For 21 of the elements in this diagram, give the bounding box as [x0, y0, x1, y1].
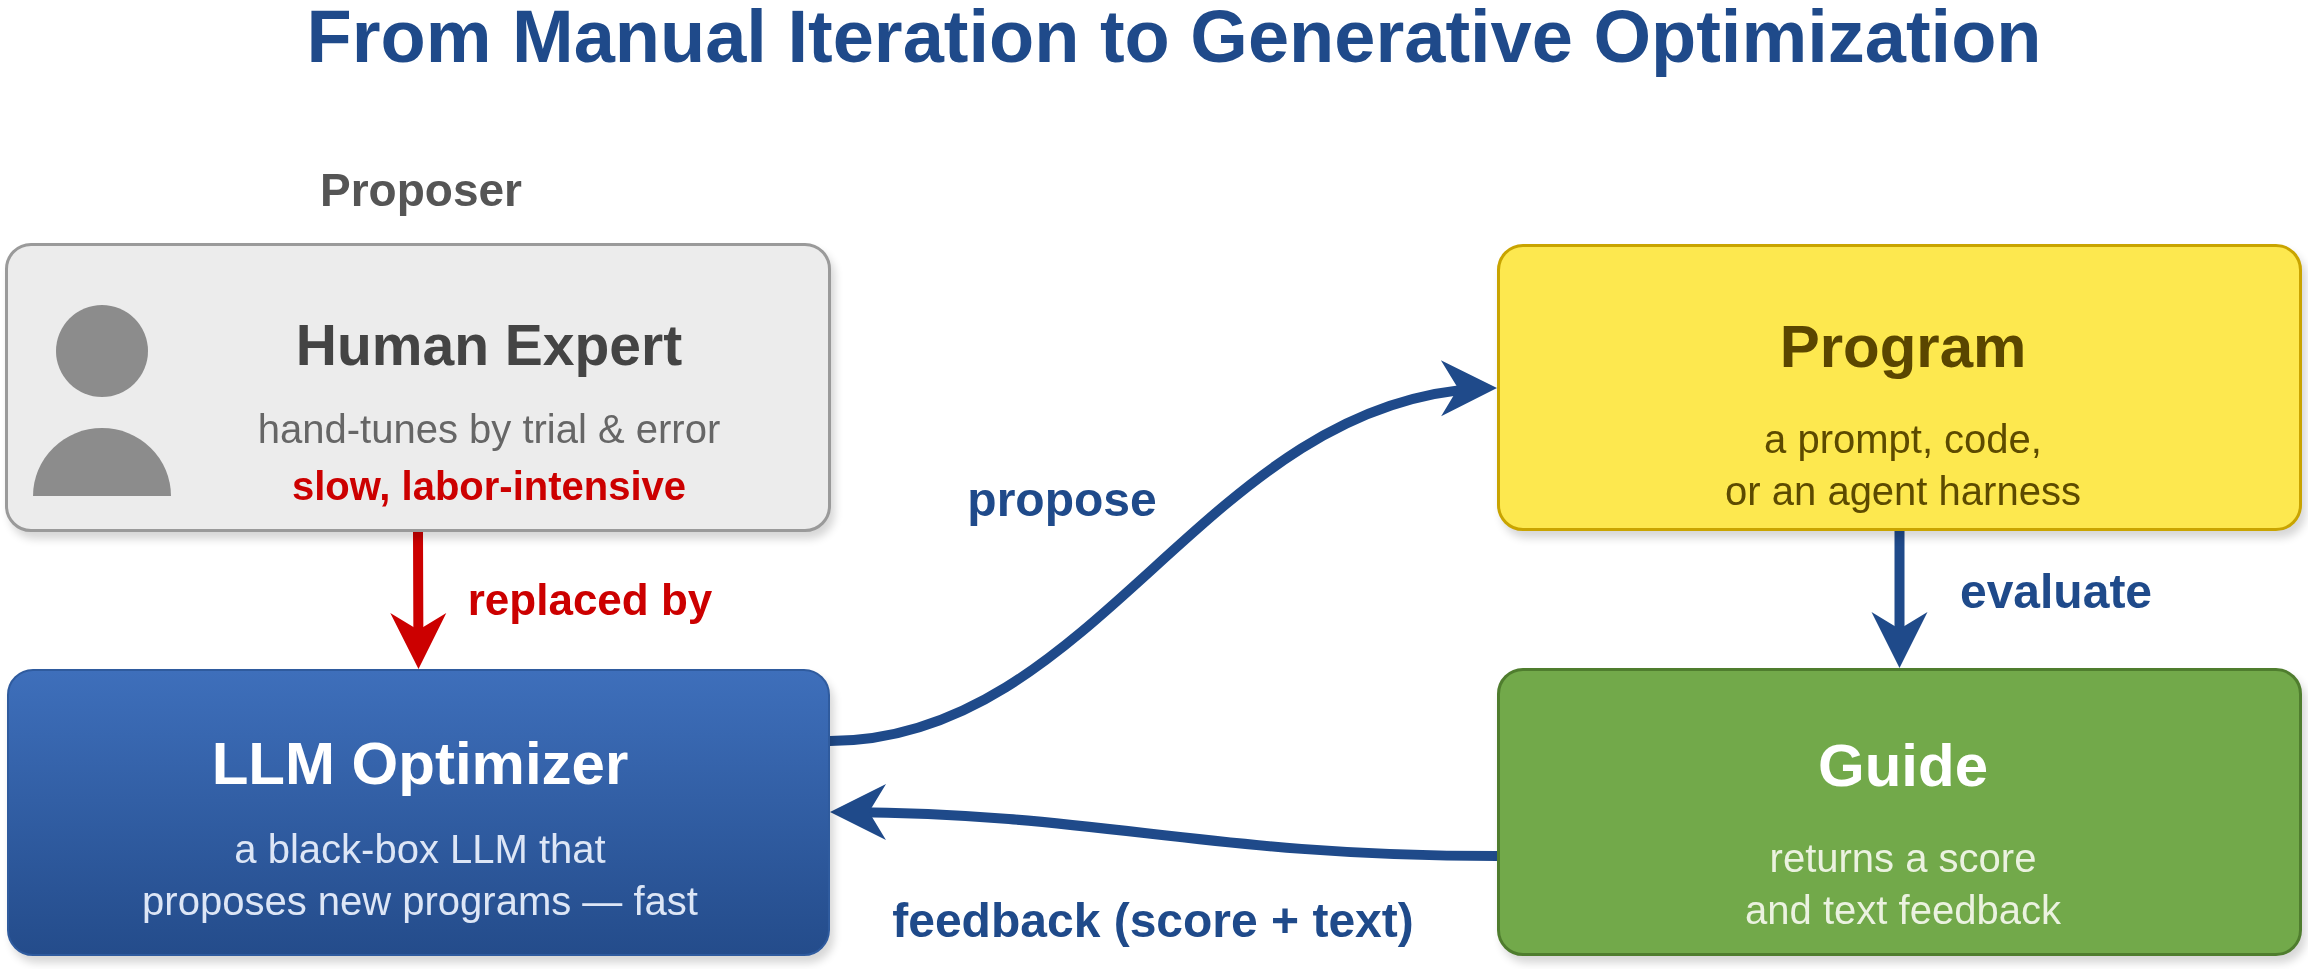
arrow [1871, 531, 1928, 668]
box-description: a prompt, code, or an agent harness [1725, 416, 2081, 515]
box-heading: Program [1779, 311, 2027, 381]
edge-label: propose [967, 472, 1157, 528]
box-note: slow, labor-intensive [291, 463, 687, 509]
box-heading: LLM Optimizer [211, 728, 629, 798]
edge-label: feedback (score + text) [892, 893, 1414, 949]
arrow [829, 784, 1498, 862]
box-description: hand-tunes by trial & error [257, 406, 721, 452]
edge-label: evaluate [1959, 564, 2153, 620]
box-label: Proposer [320, 163, 522, 217]
process-box [7, 669, 830, 956]
box-heading: Human Expert [295, 313, 683, 379]
box-heading: Guide [1818, 730, 1988, 800]
edge-label: replaced by [467, 574, 713, 626]
process-box [1497, 244, 2302, 531]
process-box [1497, 668, 2302, 956]
box-description: a black-box LLM that proposes new programs — fast [142, 826, 698, 925]
arrow [829, 360, 1498, 746]
arrow [390, 532, 447, 669]
box-description: returns a score and text feedback [1745, 835, 2061, 934]
